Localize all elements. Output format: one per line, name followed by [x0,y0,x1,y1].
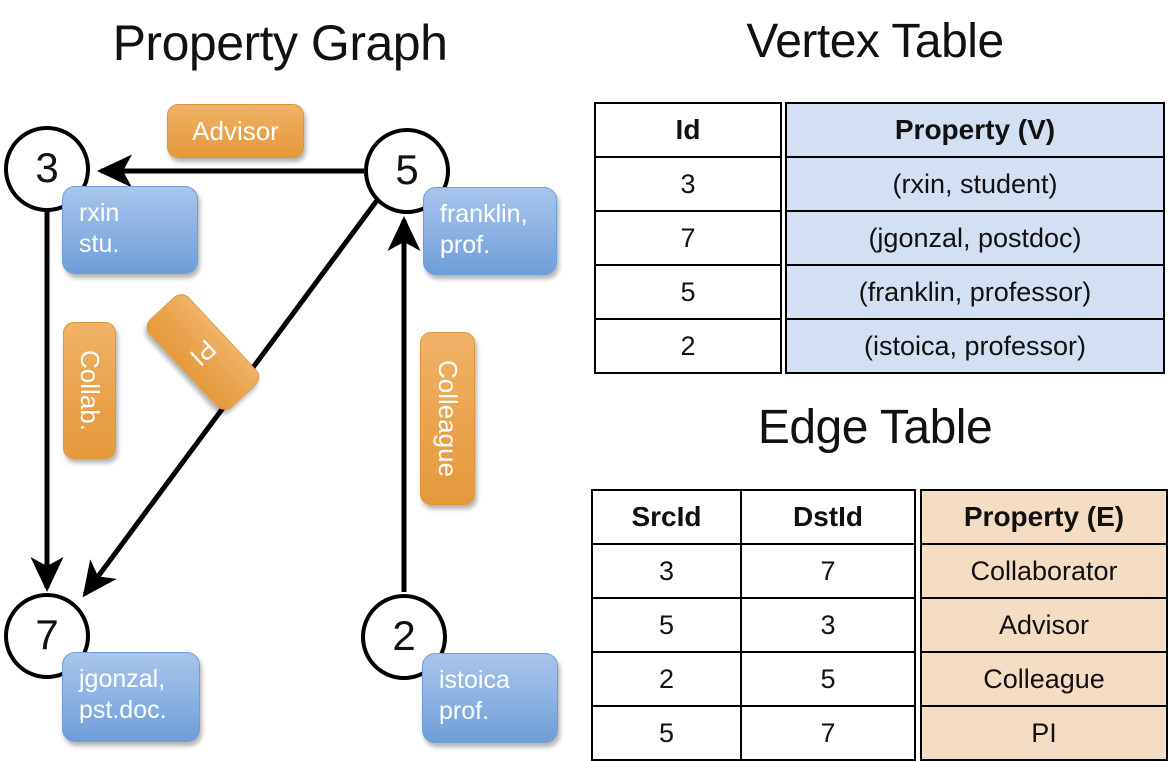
edge-table-header-property: Property (E) [920,489,1168,545]
edge-table-property-column: Property (E) Collaborator Advisor Collea… [920,489,1168,761]
edge-label-collab: Collab. [63,322,116,459]
edge-label-collab-text: Collab. [75,350,105,431]
table-row: 5 [594,264,782,320]
edge-table-cell-property: Colleague [920,651,1168,707]
table-row: Collaborator [920,543,1168,599]
table-row: 2 5 [591,651,916,707]
edge-table-cell-dstid: 7 [740,543,916,599]
edge-table-id-columns: SrcId DstId 3 7 5 3 2 5 5 7 [591,489,916,761]
edge-table-cell-srcid: 3 [591,543,742,599]
vertex-table-cell-id: 7 [594,210,782,266]
table-row: 5 3 [591,597,916,653]
edge-table-cell-property: PI [920,705,1168,761]
edge-table-cell-dstid: 7 [740,705,916,761]
edge-table-cell-srcid: 5 [591,597,742,653]
edge-table-cell-dstid: 3 [740,597,916,653]
vertex-table-header-id: Id [594,102,782,158]
vertex-property-box-3: rxin stu. [62,186,198,274]
table-row: 2 [594,318,782,374]
table-row: PI [920,705,1168,761]
graph-vertex-3-label: 3 [35,144,59,192]
edge-table-cell-srcid: 2 [591,651,742,707]
edge-label-colleague-text: Colleague [433,359,463,478]
edge-table-cell-dstid: 5 [740,651,916,707]
vertex-property-box-7: jgonzal, pst.doc. [62,652,200,742]
graph-vertex-5[interactable]: 5 [364,128,450,214]
vertex-table-cell-property: (franklin, professor) [785,264,1165,320]
edge-table-cell-srcid: 5 [591,705,742,761]
graph-vertex-2[interactable]: 2 [361,594,447,680]
table-row: 5 7 [591,705,916,761]
vertex-table-property-column: Property (V) (rxin, student) (jgonzal, p… [785,102,1165,374]
vertex-table-id-column: Id 3 7 5 2 [594,102,782,374]
table-header-row: Property (E) [920,489,1168,545]
property-graph-diagram: 3 5 7 2 rxin stu. franklin, prof. jgonza… [0,0,580,760]
edge-table-header-dstid: DstId [740,489,916,545]
graph-vertex-7-label: 7 [35,611,59,659]
table-header-row: Property (V) [785,102,1165,158]
section-title-edge-table: Edge Table [757,401,993,454]
table-row: (jgonzal, postdoc) [785,210,1165,266]
table-row: Colleague [920,651,1168,707]
table-row: 3 [594,156,782,212]
table-row: 7 [594,210,782,266]
edge-table-cell-property: Advisor [920,597,1168,653]
vertex-table-cell-property: (istoica, professor) [785,318,1165,374]
edge-label-pi-text: PI [184,333,223,372]
vertex-table-cell-property: (jgonzal, postdoc) [785,210,1165,266]
vertex-table-cell-property: (rxin, student) [785,156,1165,212]
section-title-vertex-table: Vertex Table [746,15,1004,68]
table-row: 3 7 [591,543,916,599]
graph-vertex-2-label: 2 [392,612,416,660]
edge-label-colleague: Colleague [420,332,475,505]
edge-label-advisor-text: Advisor [192,115,279,146]
vertex-table-cell-id: 2 [594,318,782,374]
page-title-property-graph: Property Graph [112,15,448,71]
table-header-row: Id [594,102,782,158]
vertex-property-box-2: istoica prof. [422,653,558,743]
edge-label-advisor: Advisor [167,104,304,158]
vertex-table-cell-id: 5 [594,264,782,320]
table-row: (istoica, professor) [785,318,1165,374]
vertex-table-cell-id: 3 [594,156,782,212]
table-header-row: SrcId DstId [591,489,916,545]
table-row: Advisor [920,597,1168,653]
vertex-table-header-property: Property (V) [785,102,1165,158]
vertex-property-box-5: franklin, prof. [423,187,557,275]
table-row: (rxin, student) [785,156,1165,212]
graph-vertex-5-label: 5 [395,146,419,194]
edge-table-cell-property: Collaborator [920,543,1168,599]
table-row: (franklin, professor) [785,264,1165,320]
edge-table-header-srcid: SrcId [591,489,742,545]
